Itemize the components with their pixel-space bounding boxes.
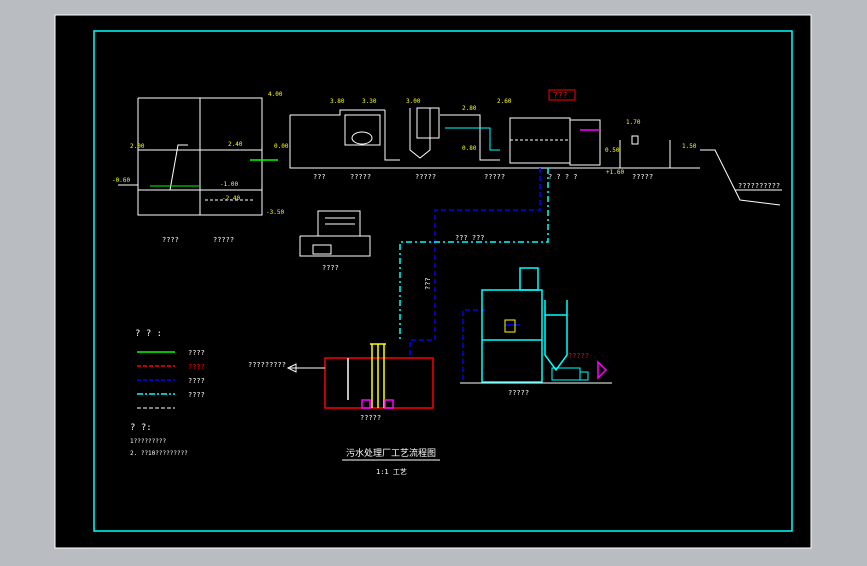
label-grid-well: ????: [162, 236, 179, 244]
cyan-air-line: [445, 127, 500, 151]
elev-7: -3.50: [266, 209, 284, 216]
elev-1: 4.00: [268, 91, 283, 98]
drawing-title: 污水处理厂工艺流程图: [346, 447, 436, 459]
label-a: ???: [313, 173, 326, 181]
elev-6: -2.40: [222, 195, 240, 202]
notes-title: ? ?:: [130, 423, 152, 433]
blower-room: [299, 210, 371, 257]
blue-line-2: [462, 309, 485, 380]
label-sludge-truck: ?????: [568, 352, 589, 360]
legend-label-2: ????: [188, 363, 205, 371]
thickener-building: [481, 267, 568, 383]
label-outlet-note: ?????????: [248, 361, 286, 369]
elev-18: -0.60: [112, 177, 130, 184]
label-e: ? ? ? ?: [548, 173, 578, 181]
dosing-tank: [504, 319, 516, 333]
sludge-tank: [324, 343, 434, 409]
drawing-subtitle: 1:1 工艺: [376, 468, 407, 476]
grid-well-structure: [118, 97, 263, 216]
elev-17: 1.50: [682, 143, 697, 150]
label-river: ??????????: [738, 182, 780, 190]
elev-15: +1.60: [606, 169, 624, 176]
label-f: ?????: [632, 173, 653, 181]
legend-label-1: ????: [188, 349, 205, 357]
legend-title: ? ? :: [135, 329, 162, 339]
label-thickener: ?????: [508, 389, 529, 397]
elev-12: 2.60: [497, 98, 512, 105]
elev-5: -1.00: [220, 181, 238, 188]
cyan-return-line: [399, 168, 549, 340]
elev-14: 0.50: [605, 147, 620, 154]
alarm-box-text: ???: [553, 91, 568, 100]
sludge-truck: [551, 367, 589, 381]
label-b: ?????: [350, 173, 371, 181]
outlet-arrowhead: [286, 363, 297, 373]
drawing-sheet: [54, 14, 812, 549]
blue-sludge-line: [409, 168, 541, 355]
label-d: ?????: [484, 173, 505, 181]
label-blower-room: ????: [322, 264, 339, 272]
elev-3: 2.00: [130, 143, 145, 150]
legend-label-3: ????: [188, 377, 205, 385]
elev-9: 3.30: [362, 98, 377, 105]
elev-4: 0.00: [274, 143, 289, 150]
drawing-frame: [93, 30, 793, 532]
notes: ? ?: 1????????? 2. ??10?????????: [130, 423, 188, 457]
notes-line-1: 1?????????: [130, 438, 167, 445]
elev-8: 3.80: [330, 98, 345, 105]
elev-10: 3.00: [406, 98, 421, 105]
elev-13: 0.80: [462, 145, 477, 152]
elev-11: 2.80: [462, 105, 477, 112]
alarm-box: [548, 89, 576, 101]
river-slope: [700, 149, 781, 206]
legend-label-4: ????: [188, 391, 205, 399]
label-pipe: ??? ???: [455, 234, 485, 242]
truck-arrow: [597, 360, 608, 380]
label-sludge-tank: ?????: [360, 414, 381, 422]
elev-16: 1.70: [626, 119, 641, 126]
legend: ? ? : ???? ???? ???? ????: [135, 329, 205, 409]
elev-2: 2.40: [228, 141, 243, 148]
notes-line-2: 2. ??10?????????: [130, 450, 188, 457]
process-train: [289, 107, 700, 169]
label-c: ?????: [415, 173, 436, 181]
label-pump-house: ?????: [213, 236, 234, 244]
label-vertical: ???: [424, 277, 432, 290]
